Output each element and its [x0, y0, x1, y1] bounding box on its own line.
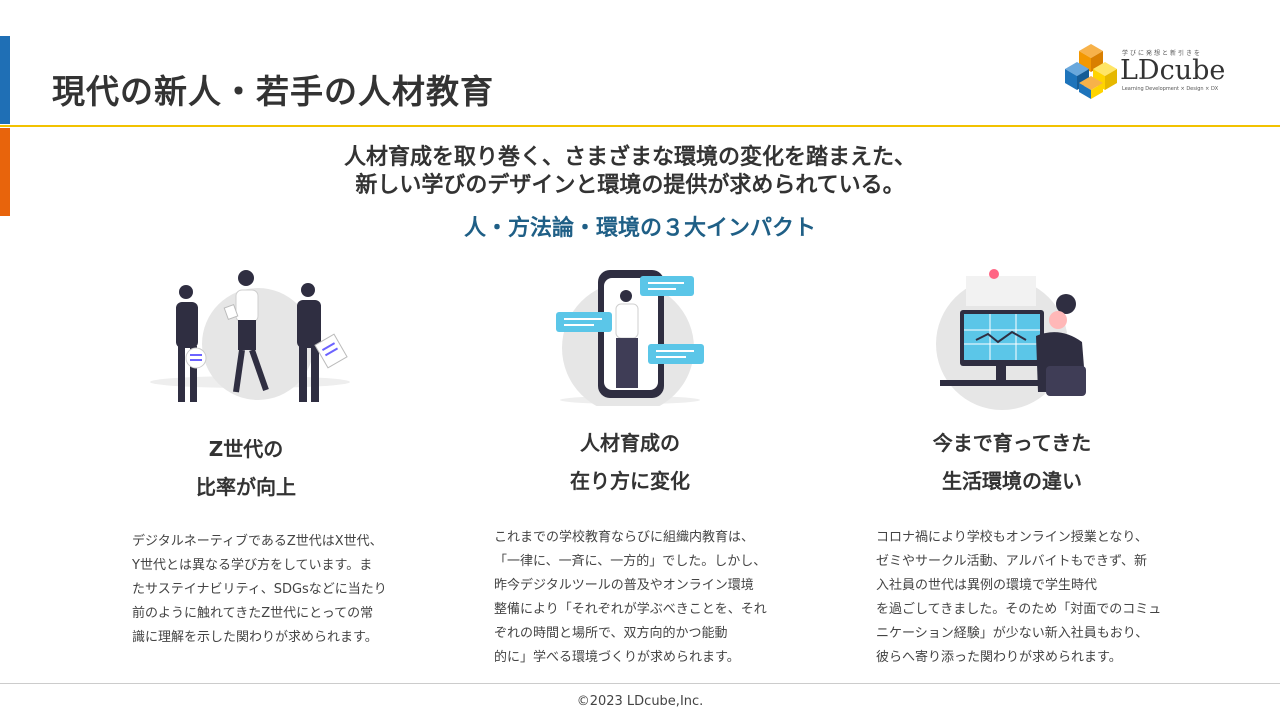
copyright: ©2023 LDcube,Inc. — [576, 694, 704, 709]
column-3-body-line: を過ごしてきました。そのため「対面でのコミュ — [876, 602, 1162, 617]
column-2-heading: 人材育成の 在り方に変化 — [470, 424, 790, 500]
column-1-heading-line-1: Z世代の — [208, 437, 284, 461]
accent-bar-blue — [0, 36, 10, 124]
column-2-body-line: 整備により「それぞれが学ぶべきことを、それ — [494, 602, 767, 617]
column-1-body-line: デジタルネーティブであるZ世代はX世代、 — [132, 534, 383, 549]
column-3-body-line: 入社員の世代は異例の環境で学生時代 — [876, 578, 1098, 593]
column-2-body: これまでの学校教育ならびに組織内教育は、 「一律に、一斉に、一方的」でした。しか… — [494, 526, 794, 670]
column-3-body-line: コロナ禍により学校もオンライン授業となり、 — [876, 530, 1148, 545]
column-3-heading-line-1: 今まで育ってきた — [932, 431, 1092, 455]
column-2-body-line: 的に」学べる環境づくりが求められます。 — [494, 650, 740, 665]
column-3-body-line: ニケーション経験」が少ない新入社員もおり、 — [876, 626, 1149, 641]
column-2-heading-line-2: 在り方に変化 — [570, 469, 690, 493]
remote-work-icon — [936, 260, 1096, 420]
column-2-body-line: これまでの学校教育ならびに組織内教育は、 — [494, 530, 755, 545]
column-1-body: デジタルネーティブであるZ世代はX世代、 Y世代とは異なる学び方をしています。ま… — [132, 530, 432, 650]
title-divider — [0, 125, 1280, 127]
headline: 人材育成を取り巻く、さまざまな環境の変化を踏まえた、 新しい学びのデザインと環境… — [0, 144, 1260, 200]
column-2-body-line: 「一律に、一斉に、一方的」でした。しかし、 — [494, 554, 767, 569]
logo-tagline: 学びに発想と新引きを — [1122, 50, 1203, 57]
page-title: 現代の新人・若手の人材教育 — [52, 72, 494, 111]
column-1-body-line: 識に理解を示した関わりが求められます。 — [132, 630, 378, 645]
headline-line-2: 新しい学びのデザインと環境の提供が求められている。 — [355, 173, 905, 198]
column-2-body-line: ぞれの時間と場所で、双方向的かつ能動 — [494, 626, 728, 641]
column-1-body-line: たサステイナビリティ、SDGsなどに当たり — [132, 582, 387, 597]
three-people-icon — [140, 262, 360, 422]
column-1-body-line: 前のように触れてきたZ世代にとっての常 — [132, 606, 374, 621]
subheadline: 人・方法論・環境の３大インパクト — [463, 216, 816, 241]
column-2-body-line: 昨今デジタルツールの普及やオンライン環境 — [494, 578, 754, 593]
column-3-body-line: 彼らへ寄り添った関わりが求められます。 — [876, 650, 1122, 665]
column-3-heading-line-2: 生活環境の違い — [942, 469, 1082, 493]
column-3-heading: 今まで育ってきた 生活環境の違い — [852, 424, 1172, 500]
headline-line-1: 人材育成を取り巻く、さまざまな環境の変化を踏まえた、 — [343, 145, 916, 170]
column-2-heading-line-1: 人材育成の — [580, 431, 680, 455]
smartphone-chat-icon — [550, 266, 710, 406]
column-3-body: コロナ禍により学校もオンライン授業となり、 ゼミやサークル活動、アルバイトもでき… — [876, 526, 1176, 670]
column-1-heading-line-2: 比率が向上 — [196, 475, 296, 499]
footer-divider — [0, 683, 1280, 684]
ldcube-logo — [1064, 42, 1224, 102]
column-1-body-line: Y世代とは異なる学び方をしています。ま — [132, 558, 373, 573]
logo-wordmark: LDcube — [1120, 55, 1226, 86]
column-1-heading: Z世代の 比率が向上 — [86, 430, 406, 506]
logo-subline: Learning Development × Design × DX — [1122, 86, 1219, 92]
column-3-body-line: ゼミやサークル活動、アルバイトもできず、新 — [876, 554, 1148, 569]
logo-cube-icon — [1065, 44, 1117, 99]
accent-bar-orange — [0, 128, 10, 216]
